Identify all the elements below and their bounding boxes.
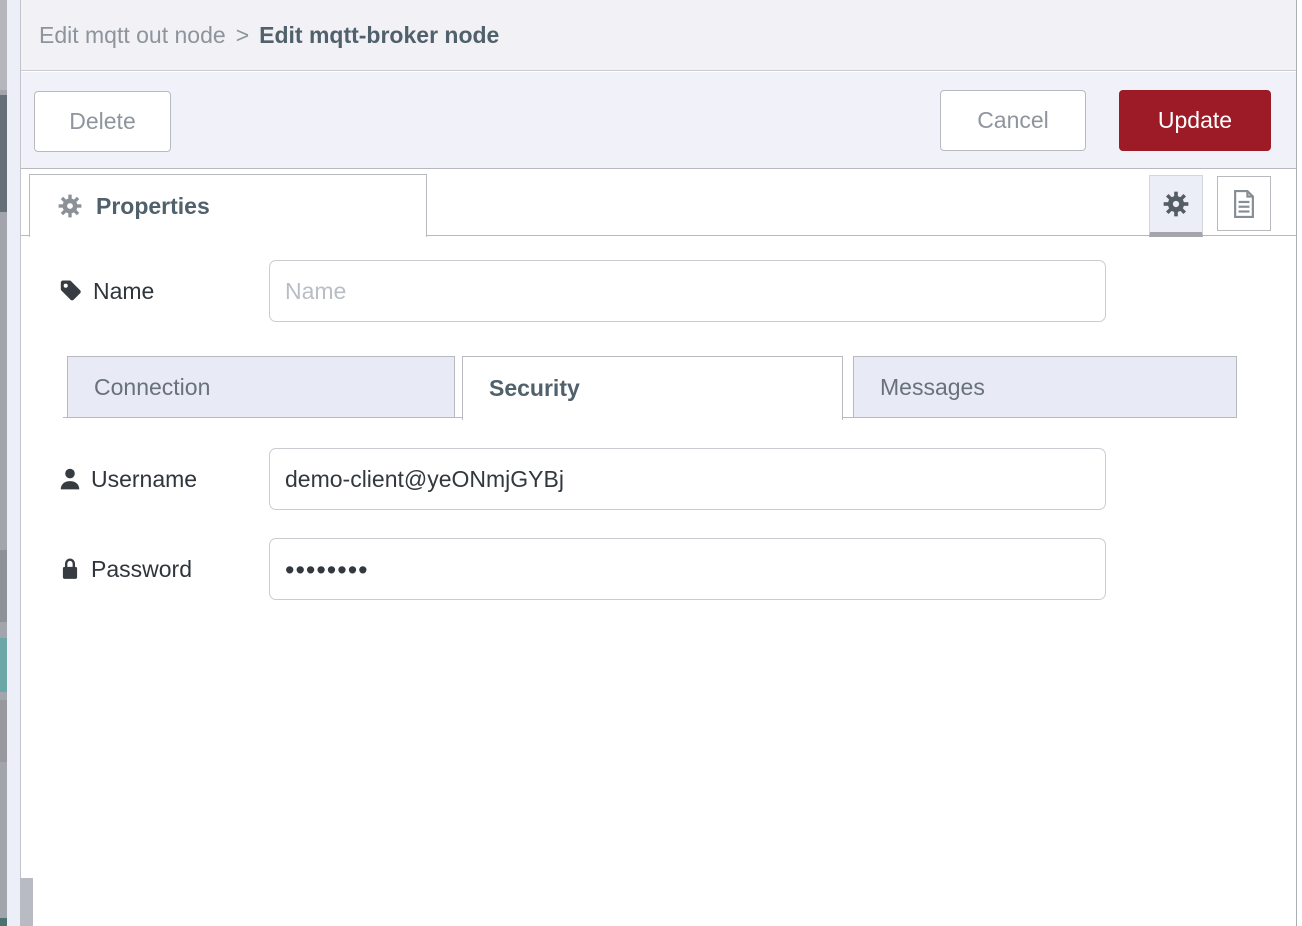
username-label-text: Username	[91, 465, 198, 492]
node-properties-button[interactable]	[1149, 175, 1203, 237]
password-input[interactable]	[269, 538, 1106, 600]
tab-security[interactable]: Security	[462, 356, 843, 420]
tab-connection[interactable]: Connection	[67, 356, 455, 418]
breadcrumb-parent[interactable]: Edit mqtt out node	[39, 21, 226, 48]
workspace-edge-strip	[0, 0, 7, 926]
tray-header: Edit mqtt out node > Edit mqtt-broker no…	[21, 0, 1297, 71]
workspace-edge-segment	[0, 95, 7, 212]
password-label-text: Password	[91, 555, 192, 582]
scrollbar-thumb[interactable]	[20, 878, 33, 926]
name-input[interactable]	[269, 260, 1106, 322]
tray-tab-bar: Properties	[21, 169, 1297, 237]
username-row: Username	[21, 448, 1297, 510]
lock-icon	[59, 557, 81, 581]
update-button[interactable]: Update	[1119, 90, 1271, 151]
tab-properties[interactable]: Properties	[29, 174, 427, 237]
tab-messages[interactable]: Messages	[853, 356, 1237, 418]
name-label: Name	[59, 260, 154, 322]
tray-shade-gap	[7, 0, 20, 926]
tab-properties-label: Properties	[96, 192, 210, 219]
breadcrumb-separator: >	[235, 21, 250, 48]
user-icon	[59, 467, 81, 491]
password-row: Password	[21, 538, 1297, 600]
edit-node-tray: Edit mqtt out node > Edit mqtt-broker no…	[20, 0, 1297, 926]
workspace-node-teal-sliver	[0, 638, 7, 692]
gear-icon	[58, 194, 82, 218]
username-label: Username	[59, 448, 197, 510]
tray-toolbar: Delete Cancel Update	[21, 72, 1297, 169]
workspace-edge-segment	[0, 700, 7, 762]
breadcrumb-current: Edit mqtt-broker node	[259, 21, 500, 48]
node-description-button[interactable]	[1217, 176, 1271, 231]
workspace-node-teal-sliver	[0, 918, 7, 926]
username-input[interactable]	[269, 448, 1106, 510]
tag-icon	[59, 279, 83, 303]
cancel-button[interactable]: Cancel	[940, 90, 1086, 151]
name-row: Name	[21, 260, 1297, 322]
window-right-gutter	[1297, 0, 1302, 926]
delete-button[interactable]: Delete	[34, 91, 171, 152]
broker-subtabs: Connection Security Messages	[21, 356, 1297, 420]
tab-bar-border	[21, 235, 1297, 236]
workspace-edge-segment	[0, 0, 7, 90]
document-icon	[1230, 189, 1258, 219]
name-label-text: Name	[93, 277, 155, 304]
workspace-edge-segment	[0, 550, 7, 622]
password-label: Password	[59, 538, 192, 600]
gear-icon	[1163, 191, 1189, 217]
window-right-divider	[1296, 0, 1297, 926]
